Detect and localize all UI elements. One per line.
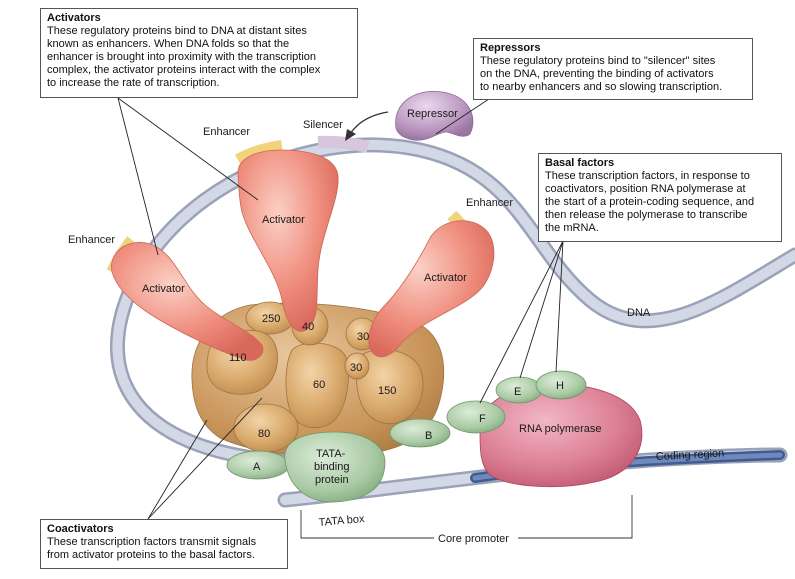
callout-coactivators-title: Coactivators bbox=[47, 523, 114, 535]
label-rna-polymerase: RNA polymerase bbox=[519, 423, 602, 435]
callout-activators-title: Activators bbox=[47, 12, 101, 24]
repressor-protein bbox=[395, 90, 474, 141]
label-repressor: Repressor bbox=[407, 108, 458, 120]
coactivator-150 bbox=[356, 349, 424, 425]
basal-factor-f bbox=[446, 400, 506, 434]
label-coactivator-150: 150 bbox=[378, 385, 396, 397]
tata-binding-protein bbox=[284, 431, 386, 503]
label-basal-f: F bbox=[479, 413, 486, 425]
silencer-segment bbox=[317, 135, 370, 153]
callout-basal-factors: Basal factors These transcription factor… bbox=[538, 153, 782, 242]
callout-repressors-title: Repressors bbox=[480, 42, 541, 54]
label-coactivator-40: 40 bbox=[302, 321, 314, 333]
label-dna: DNA bbox=[627, 307, 651, 319]
label-tbp-line1: TATA- bbox=[316, 448, 346, 460]
label-activator-left: Activator bbox=[142, 283, 185, 295]
callout-repressors-text: These regulatory proteins bind to "silen… bbox=[480, 55, 723, 93]
label-basal-e: E bbox=[514, 386, 521, 398]
label-basal-a: A bbox=[253, 461, 261, 473]
label-core-promoter: Core promoter bbox=[438, 533, 509, 545]
label-silencer: Silencer bbox=[303, 119, 343, 131]
callout-repressors: Repressors These regulatory proteins bin… bbox=[473, 38, 753, 100]
label-activator-right: Activator bbox=[424, 272, 467, 284]
label-tata-box: TATA box bbox=[318, 513, 365, 529]
callout-basal-factors-title: Basal factors bbox=[545, 157, 615, 169]
label-tbp-line2: binding bbox=[314, 461, 349, 473]
activator-mid bbox=[237, 149, 339, 332]
coactivator-60 bbox=[285, 342, 349, 429]
callout-coactivators: Coactivators These transcription factors… bbox=[40, 519, 288, 569]
core-promoter-bracket bbox=[300, 495, 633, 539]
label-coactivator-60: 60 bbox=[313, 379, 325, 391]
label-basal-h: H bbox=[556, 380, 564, 392]
label-coactivator-250: 250 bbox=[262, 313, 280, 325]
repressor-arrow bbox=[349, 111, 389, 135]
label-basal-b: B bbox=[425, 430, 432, 442]
label-coactivator-110: 110 bbox=[229, 352, 247, 364]
label-enhancer-left: Enhancer bbox=[68, 234, 115, 246]
leader-lines bbox=[117, 96, 564, 520]
coactivator-30b bbox=[344, 352, 370, 380]
callout-activators-text: These regulatory proteins bind to DNA at… bbox=[47, 25, 321, 89]
activator-right bbox=[368, 220, 495, 358]
label-coactivator-80: 80 bbox=[258, 428, 270, 440]
label-enhancer-top: Enhancer bbox=[203, 126, 250, 138]
label-activator-mid: Activator bbox=[262, 214, 305, 226]
enhancer-segment-top bbox=[235, 140, 283, 166]
label-coding-region: Coding region bbox=[656, 447, 725, 463]
label-tbp-line3: protein bbox=[315, 474, 349, 486]
repressor-arrowhead bbox=[345, 129, 356, 141]
basal-factor-b bbox=[389, 418, 451, 448]
label-coactivator-30b: 30 bbox=[350, 362, 362, 374]
callout-basal-factors-text: These transcription factors, in response… bbox=[545, 170, 755, 234]
label-enhancer-right: Enhancer bbox=[466, 197, 513, 209]
basal-factor-h bbox=[535, 370, 587, 400]
callout-activators: Activators These regulatory proteins bin… bbox=[40, 8, 358, 98]
label-coactivator-30a: 30 bbox=[357, 331, 369, 343]
callout-coactivators-text: These transcription factors transmit sig… bbox=[47, 536, 257, 561]
activator-left bbox=[111, 242, 264, 361]
